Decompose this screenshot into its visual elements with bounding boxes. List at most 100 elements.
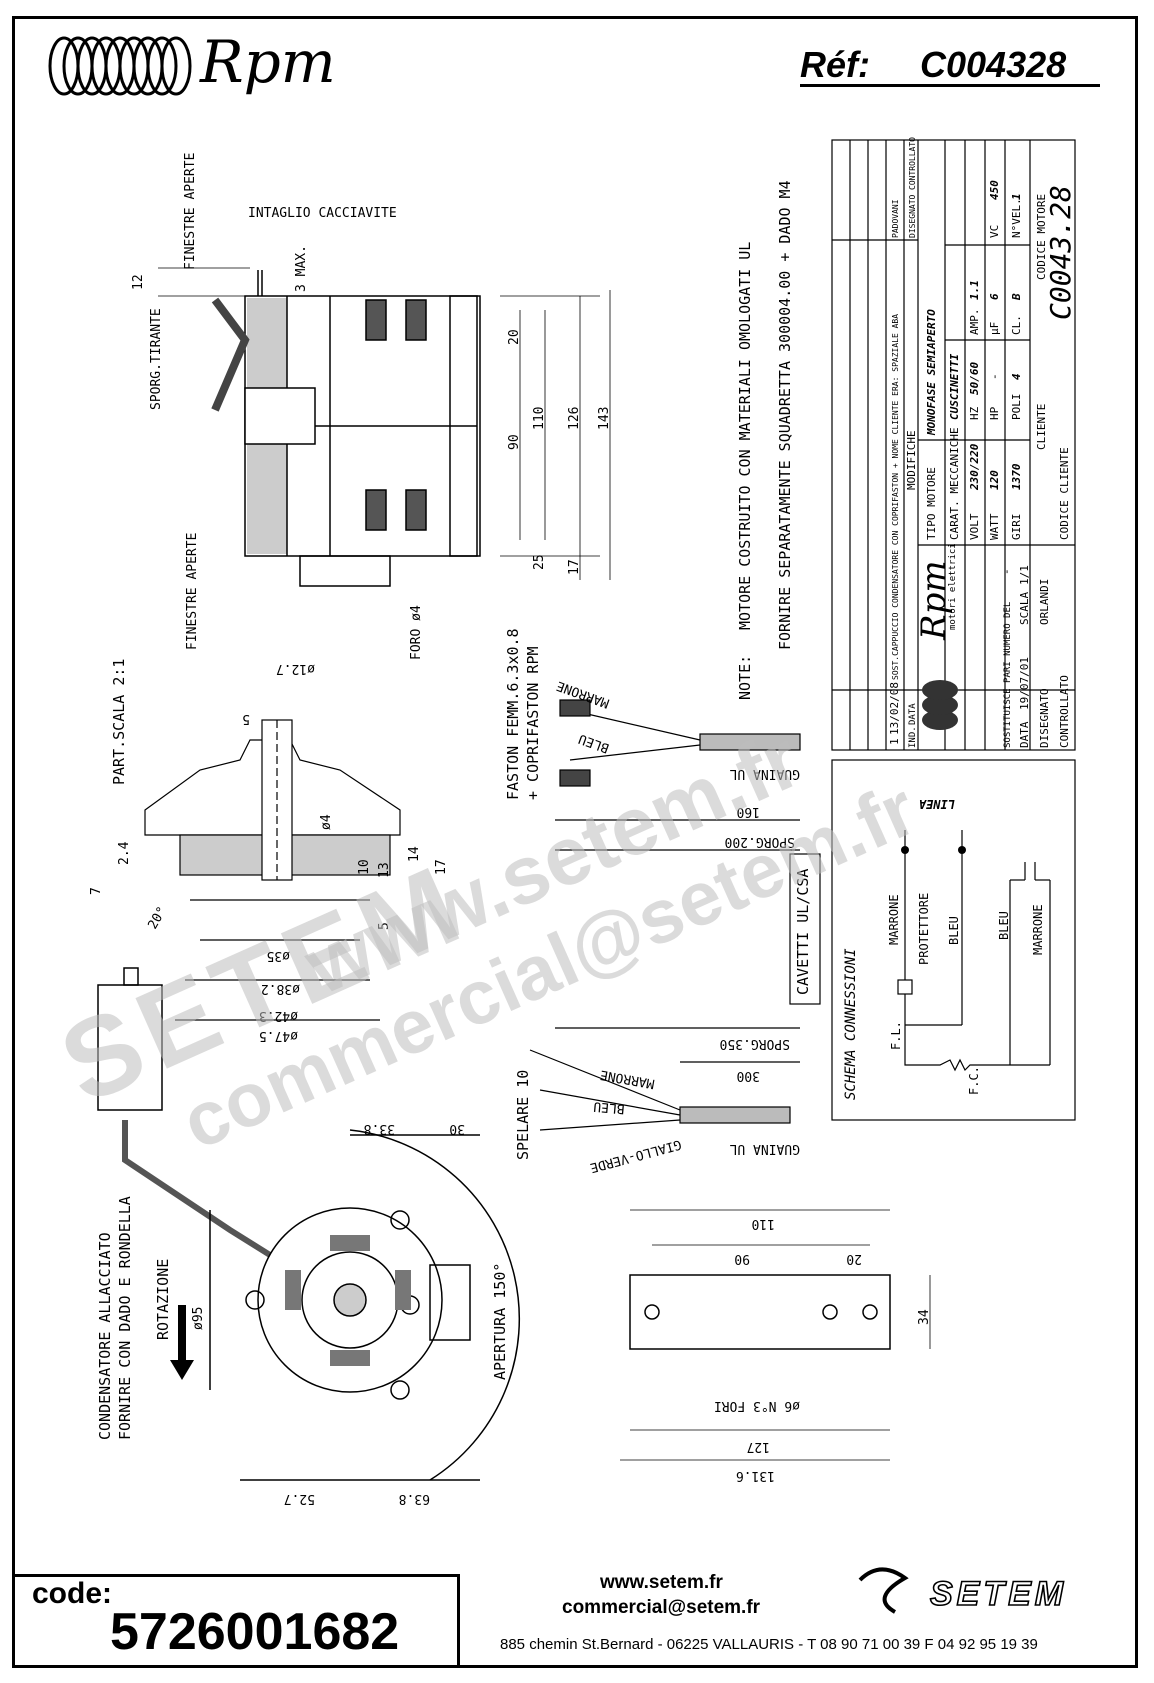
note-faston2: + COPRIFASTON RPM bbox=[524, 646, 542, 800]
dim-17: 17 bbox=[567, 559, 582, 575]
dim-12: 12 bbox=[131, 274, 146, 290]
footer-web-link[interactable]: www.setem.fr bbox=[600, 1572, 723, 1593]
label-intaglio: INTAGLIO CACCIAVITE bbox=[248, 206, 397, 221]
tb-hz-label: HZ bbox=[968, 406, 981, 420]
dim-95: ø95 bbox=[191, 1307, 206, 1330]
dim-131-6: 131.6 bbox=[736, 1468, 775, 1483]
dim-10: 10 bbox=[357, 859, 372, 875]
cable-guaina2: GUAINA UL bbox=[729, 1141, 800, 1156]
title-block bbox=[831, 139, 1076, 751]
rpm-coil-logo bbox=[48, 36, 192, 96]
dim-160: 160 bbox=[737, 804, 760, 819]
tb-volt-label: VOLT bbox=[968, 513, 981, 540]
tb-data: 19/07/01 bbox=[1018, 657, 1031, 710]
dim-63-8: 63.8 bbox=[399, 1491, 430, 1506]
note-line2: FORNIRE SEPARATAMENTE SQUADRETTA 300004.… bbox=[776, 180, 794, 650]
ref-value: C004328 bbox=[920, 44, 1067, 85]
tb-nvel: 1 bbox=[1010, 193, 1023, 200]
capacitor bbox=[97, 967, 272, 1258]
tb-hp-label: HP bbox=[988, 406, 1001, 420]
dim-25: 25 bbox=[532, 554, 547, 570]
tb-modifiche: MODIFICHE bbox=[905, 430, 918, 490]
reference: Réf:C004328 bbox=[800, 44, 1066, 86]
cavetti-box bbox=[789, 853, 821, 1005]
label-finestre-top: FINESTRE APERTE bbox=[183, 153, 198, 270]
dim-4: ø4 bbox=[319, 814, 334, 830]
tb-amp: 1.1 bbox=[968, 280, 981, 300]
drawing-frame bbox=[12, 16, 1138, 1668]
front-view-windows bbox=[285, 1235, 411, 1366]
tb-disegnato-label: DISEGNATO bbox=[1038, 688, 1051, 748]
cable-bleu2: BLEU bbox=[593, 1098, 626, 1116]
tb-codice-motore: C0043.28 bbox=[1044, 185, 1077, 320]
tb-vc: 450 bbox=[988, 180, 1001, 200]
side-view-dimensions bbox=[158, 267, 611, 580]
schema-protettore: PROTETTORE bbox=[917, 893, 931, 965]
dim-2-4: 2.4 bbox=[117, 841, 132, 865]
cable-upper bbox=[555, 699, 801, 851]
tb-brand: Rpm bbox=[914, 560, 954, 641]
schema-linea: LINEA bbox=[919, 797, 955, 811]
note-condensatore2: FORNIRE CON DADO E RONDELLA bbox=[116, 1196, 134, 1440]
dim-127: 127 bbox=[747, 1439, 770, 1454]
footer-email-link[interactable]: commercial@setem.fr bbox=[562, 1597, 761, 1618]
tb-carat-label: CARAT. MECCANICHE bbox=[948, 427, 961, 540]
tb-nvel-label: N°VEL. bbox=[1010, 198, 1023, 238]
label-fori: ø6 N°3 FORI bbox=[714, 1398, 800, 1413]
bearing-detail bbox=[144, 719, 401, 1021]
dim-52-7: 52.7 bbox=[284, 1491, 315, 1506]
tb-poli: 4 bbox=[1010, 373, 1023, 380]
tb-hp: - bbox=[988, 373, 1001, 380]
tb-data-col: DATA bbox=[908, 703, 918, 725]
tb-volt: 230/220 bbox=[968, 443, 981, 491]
tb-codice-motore-label: CODICE MOTORE bbox=[1035, 194, 1048, 280]
tb-giri: 1370 bbox=[1010, 463, 1023, 490]
tb-giri-label: GIRI bbox=[1010, 514, 1023, 541]
code-label: code: bbox=[32, 1577, 113, 1610]
schema-title: SCHEMA CONNESSIONI bbox=[843, 948, 859, 1100]
tb-controllato-label: CONTROLLATO bbox=[1058, 675, 1071, 748]
tb-data-label: DATA bbox=[1018, 721, 1031, 748]
note-rotazione: ROTAZIONE bbox=[154, 1259, 172, 1340]
motor-side-view bbox=[211, 270, 481, 587]
tb-disegnato: ORLANDI bbox=[1038, 579, 1051, 625]
tb-cl-label: CL. bbox=[1010, 315, 1023, 335]
tb-tipo-motore-label: TIPO MOTORE bbox=[925, 467, 938, 540]
note-cavetti: CAVETTI UL/CSA bbox=[794, 869, 812, 995]
dim-300: 300 bbox=[737, 1068, 760, 1083]
schema-marrone: MARRONE bbox=[887, 894, 901, 945]
dim-90b: 90 bbox=[734, 1251, 750, 1266]
tb-vc-label: VC bbox=[988, 225, 1001, 238]
brand-title: Rpm bbox=[200, 28, 336, 96]
dim-20deg: 20° bbox=[145, 904, 170, 932]
dim-143: 143 bbox=[597, 407, 612, 430]
rotation-arrow bbox=[170, 1305, 194, 1380]
note-label: NOTE: bbox=[736, 655, 754, 700]
dim-110b: 110 bbox=[752, 1216, 775, 1231]
tb-rev1-n: 1 bbox=[888, 738, 901, 745]
note-apertura: APERTURA 150° bbox=[491, 1263, 509, 1380]
cable-giallo: GIALLO-VERDE bbox=[588, 1136, 683, 1175]
cable-bleu: BLEU bbox=[577, 731, 612, 756]
dim-34: 34 bbox=[917, 1309, 932, 1325]
tb-scala: 1/1 bbox=[1018, 565, 1031, 585]
dim-12-7: ø12.7 bbox=[276, 661, 315, 676]
tb-rev1-date: 13/02/08 bbox=[888, 682, 901, 735]
dim-5: 5 bbox=[242, 711, 250, 726]
dim-42-3: ø42.3 bbox=[259, 1008, 298, 1023]
tb-rev1-dis: PADOVANI bbox=[891, 199, 900, 238]
tb-scala-label: SCALA bbox=[1018, 592, 1031, 625]
note-faston: FASTON FEMM.6.3x0.8 bbox=[504, 628, 522, 800]
tb-uf-label: µF bbox=[988, 322, 1001, 335]
tb-watt-label: WATT bbox=[988, 513, 1001, 540]
motor-front-view bbox=[209, 1129, 521, 1481]
dim-3max: 3 MAX. bbox=[294, 245, 309, 292]
tb-watt: 120 bbox=[988, 470, 1001, 490]
tb-amp-label: AMP. bbox=[968, 309, 981, 336]
tb-uf: 6 bbox=[988, 293, 1001, 300]
note-condensatore1: CONDENSATORE ALLACCIATO bbox=[96, 1232, 114, 1440]
dim-126: 126 bbox=[567, 407, 582, 430]
schema-marrone2: MARRONE bbox=[1031, 904, 1045, 955]
tb-poli-label: POLI bbox=[1010, 394, 1023, 421]
